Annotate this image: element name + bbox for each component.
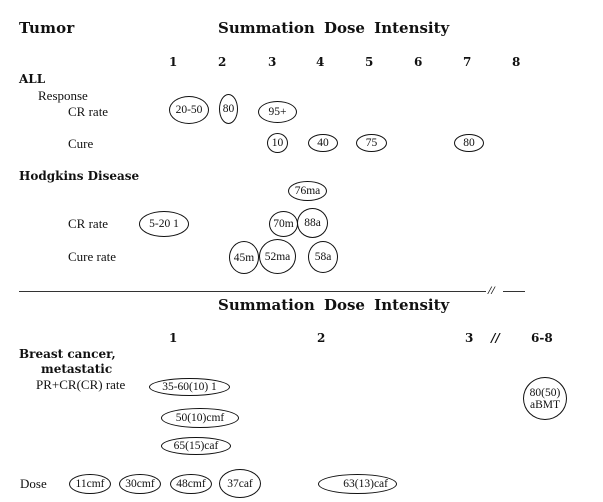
all-cure-label: Cure bbox=[68, 136, 94, 151]
dose-value-63-caf: 63(13)caf bbox=[318, 474, 397, 494]
hodgkins-value-76ma: 76ma bbox=[288, 181, 327, 201]
all-cure-value-40: 40 bbox=[308, 134, 338, 152]
top-tick-3: 3 bbox=[268, 55, 277, 69]
breast-rate-value-50-cmf: 50(10)cmf bbox=[161, 408, 239, 428]
all-cr-rate-value-20-50: 20-50 bbox=[169, 96, 209, 124]
breast-section-title-line1: Breast cancer, bbox=[19, 347, 116, 361]
hodgkins-cure-rate-value-45m: 45m bbox=[229, 241, 259, 274]
hodgkins-cr-rate-value-70m: 70m bbox=[269, 211, 298, 237]
section-divider-line bbox=[19, 291, 486, 292]
hodgkins-cr-rate-label: CR rate bbox=[68, 216, 109, 231]
top-tick-8: 8 bbox=[512, 55, 521, 69]
all-cr-rate-value-80: 80 bbox=[219, 94, 238, 124]
hodgkins-cure-rate-label: Cure rate bbox=[68, 249, 117, 264]
section-divider-tail bbox=[503, 291, 525, 292]
breast-section-title-line2: metastatic bbox=[41, 362, 113, 376]
hodgkins-cr-rate-value-5-20: 5-20 1 bbox=[139, 211, 189, 237]
bottom-tick-2: 2 bbox=[317, 331, 326, 345]
breast-abmt-value-line2: aBMT bbox=[529, 398, 561, 411]
axis-title-top: Summation Dose Intensity bbox=[218, 19, 450, 37]
top-tick-1: 1 bbox=[169, 55, 178, 69]
breast-rate-value-35-60: 35-60(10) 1 bbox=[149, 378, 230, 396]
all-cr-rate-label: CR rate bbox=[68, 104, 109, 119]
dose-value-11cmf: 11cmf bbox=[69, 474, 111, 494]
all-section-title: ALL bbox=[19, 72, 46, 86]
axis-break-mark: // bbox=[488, 283, 495, 297]
top-tick-7: 7 bbox=[463, 55, 472, 69]
hodgkins-cure-rate-value-58a: 58a bbox=[308, 241, 338, 273]
top-tick-5: 5 bbox=[365, 55, 374, 69]
all-cr-rate-value-95plus: 95+ bbox=[258, 101, 297, 123]
breast-dose-label: Dose bbox=[20, 476, 47, 491]
hodgkins-section-title: Hodgkins Disease bbox=[19, 169, 140, 183]
breast-abmt-value-line1: 80(50) bbox=[529, 386, 561, 399]
tumor-column-header: Tumor bbox=[19, 19, 75, 37]
bottom-tick-3: 3 bbox=[465, 331, 474, 345]
bottom-axis-break: // bbox=[491, 331, 500, 345]
all-response-label: Response bbox=[38, 88, 88, 103]
dose-value-37caf: 37caf bbox=[219, 469, 261, 498]
dose-value-30cmf: 30cmf bbox=[119, 474, 161, 494]
breast-rate-label: PR+CR(CR) rate bbox=[36, 377, 126, 392]
breast-rate-value-65-caf: 65(15)caf bbox=[161, 437, 231, 455]
top-tick-2: 2 bbox=[218, 55, 227, 69]
all-cure-value-75: 75 bbox=[356, 134, 387, 152]
hodgkins-cr-rate-value-88a: 88a bbox=[297, 208, 328, 238]
hodgkins-cure-rate-value-52ma: 52ma bbox=[259, 239, 296, 274]
breast-abmt-value: 80(50) aBMT bbox=[523, 377, 567, 420]
dose-value-48cmf: 48cmf bbox=[170, 474, 212, 494]
all-cure-value-80: 80 bbox=[454, 134, 484, 152]
bottom-tick-6-8: 6-8 bbox=[531, 331, 553, 345]
axis-title-bottom: Summation Dose Intensity bbox=[218, 296, 450, 314]
top-tick-6: 6 bbox=[414, 55, 423, 69]
top-tick-4: 4 bbox=[316, 55, 325, 69]
all-cure-value-10: 10 bbox=[267, 133, 288, 153]
bottom-tick-1: 1 bbox=[169, 331, 178, 345]
